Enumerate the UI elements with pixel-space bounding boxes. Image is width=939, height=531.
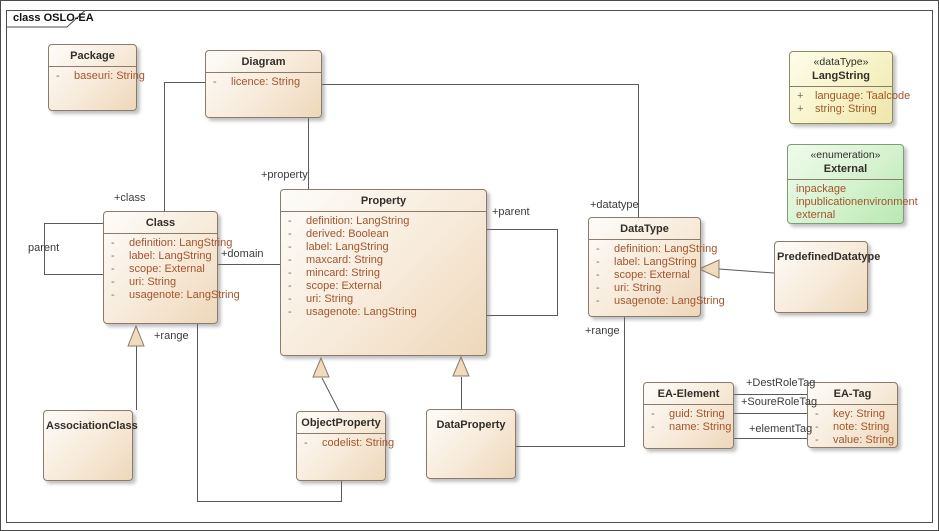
diagram-frame [6, 10, 933, 523]
generalization-arrow-icon [127, 324, 145, 347]
edge-label-souroletag: +SoureRoleTag [741, 396, 818, 408]
edge-datatype-dataproperty-range [516, 317, 625, 447]
edge-label-class-parent: parent [28, 242, 60, 254]
class-box-class[interactable]: Class -definition: LangString-label: Lan… [103, 211, 240, 324]
edge-label-destroletag: +DestRoleTag [746, 377, 816, 389]
class-box-package[interactable]: Package -baseuri: String [48, 44, 145, 111]
attribute-row: inpublicationenvironment [796, 196, 918, 208]
class-title: DataProperty [436, 419, 506, 431]
attribute-row: -usagenote: LangString [288, 306, 417, 318]
class-box-ea-element[interactable]: EA-Element -guid: String-name: String [643, 382, 734, 449]
class-title: Property [360, 195, 407, 207]
stereotype-label: «enumeration» [810, 149, 881, 161]
attribute-row: -key: String [815, 408, 885, 420]
edge-label-datatype-range: +range [585, 325, 620, 337]
class-box-ea-tag[interactable]: EA-Tag -key: String-note: String-value: … [807, 382, 898, 448]
attribute-list: +language: Taalcode+string: String [790, 86, 911, 123]
attribute-row: -usagenote: LangString [111, 289, 240, 301]
generalization-arrow-icon [697, 259, 720, 279]
attribute-row: -mincard: String [288, 267, 380, 279]
edge-diagram-datatype [322, 84, 639, 217]
class-title: External [823, 163, 868, 175]
attribute-row: -scope: External [111, 263, 205, 275]
edge-diagram-class [164, 82, 205, 211]
attribute-list: -definition: LangString-label: LangStrin… [104, 233, 240, 323]
edge-label-class-range: +range [154, 330, 189, 342]
attribute-row: -codelist: String [304, 437, 395, 449]
stereotype-label: «dataType» [813, 56, 869, 68]
class-title: ObjectProperty [301, 417, 381, 429]
class-title: Class [145, 217, 176, 229]
edge-label-property-role: +property [261, 169, 308, 181]
class-title: AssociationClass [46, 420, 138, 432]
class-title: EA-Tag [833, 388, 872, 400]
class-box-objectproperty[interactable]: ObjectProperty -codelist: String [296, 411, 395, 481]
class-title: PredefinedDatatype [777, 251, 881, 263]
attribute-row: -label: LangString [596, 256, 697, 268]
class-title: LangString [811, 70, 871, 82]
attribute-row: -baseuri: String [56, 70, 145, 82]
attribute-row: -definition: LangString [288, 215, 410, 227]
class-title: Diagram [241, 56, 286, 68]
attribute-list: -baseuri: String [49, 66, 145, 110]
class-box-diagram[interactable]: Diagram -licence: String [205, 50, 322, 118]
class-box-associationclass[interactable]: AssociationClass [43, 410, 138, 481]
edge-label-property-parent: +parent [492, 206, 530, 218]
attribute-row: -label: LangString [288, 241, 389, 253]
attribute-row: -guid: String [651, 408, 725, 420]
attribute-row: -label: LangString [111, 250, 212, 262]
attribute-list: -licence: String [206, 72, 321, 117]
attribute-row: -definition: LangString [596, 243, 718, 255]
edge-property-parent-loop [487, 229, 558, 316]
attribute-row: -scope: External [596, 269, 690, 281]
attribute-row: -name: String [651, 421, 732, 433]
attribute-row: -uri: String [288, 293, 354, 305]
edge-gen-objectproperty [321, 377, 340, 412]
attribute-row: +string: String [797, 103, 877, 115]
generalization-arrow-icon [312, 356, 330, 378]
attribute-list: -guid: String-name: String [644, 404, 733, 448]
attribute-row: external [796, 209, 836, 221]
attribute-row: inpackage [796, 183, 847, 195]
edge-gen-predefineddatatype [718, 268, 775, 274]
attribute-row: -usagenote: LangString [596, 295, 725, 307]
attribute-row: -value: String [815, 434, 895, 446]
attribute-row: -definition: LangString [111, 237, 233, 249]
edge-class-parent-loop [44, 223, 103, 275]
attribute-list: -key: String-note: String-value: String [808, 404, 897, 447]
edge-label-class-role: +class [114, 192, 146, 204]
edge-class-objectproperty-range [197, 324, 342, 502]
attribute-row: -derived: Boolean [288, 228, 389, 240]
class-box-predefineddatatype[interactable]: PredefinedDatatype [774, 241, 881, 313]
class-title: DataType [620, 223, 669, 235]
attribute-row: +language: Taalcode [797, 90, 911, 102]
attribute-list: -definition: LangString-derived: Boolean… [281, 211, 486, 355]
class-box-datatype[interactable]: DataType -definition: LangString-label: … [588, 217, 725, 317]
attribute-list: -codelist: String [297, 433, 395, 480]
attribute-row: -licence: String [213, 76, 301, 88]
attribute-row: -uri: String [596, 282, 662, 294]
class-title: EA-Element [657, 388, 720, 400]
class-box-property[interactable]: Property -definition: LangString-derived… [280, 189, 487, 356]
class-box-langstring[interactable]: «dataType» LangString +language: Taalcod… [789, 51, 911, 124]
attribute-list: -definition: LangString-label: LangStrin… [589, 239, 725, 316]
attribute-row: -scope: External [288, 280, 382, 292]
generalization-arrow-icon [452, 355, 470, 377]
edge-label-domain-role: +domain [221, 248, 264, 260]
class-title: Package [70, 50, 115, 62]
class-box-dataproperty[interactable]: DataProperty [426, 409, 516, 479]
diagram-tab-label: class OSLO-EA [13, 12, 94, 24]
attribute-row: -note: String [815, 421, 890, 433]
edge-label-datatype-role: +datatype [590, 199, 639, 211]
attribute-row: -uri: String [111, 276, 177, 288]
attribute-row: -maxcard: String [288, 254, 384, 266]
edge-label-elementtag: +elementTag [749, 423, 813, 435]
